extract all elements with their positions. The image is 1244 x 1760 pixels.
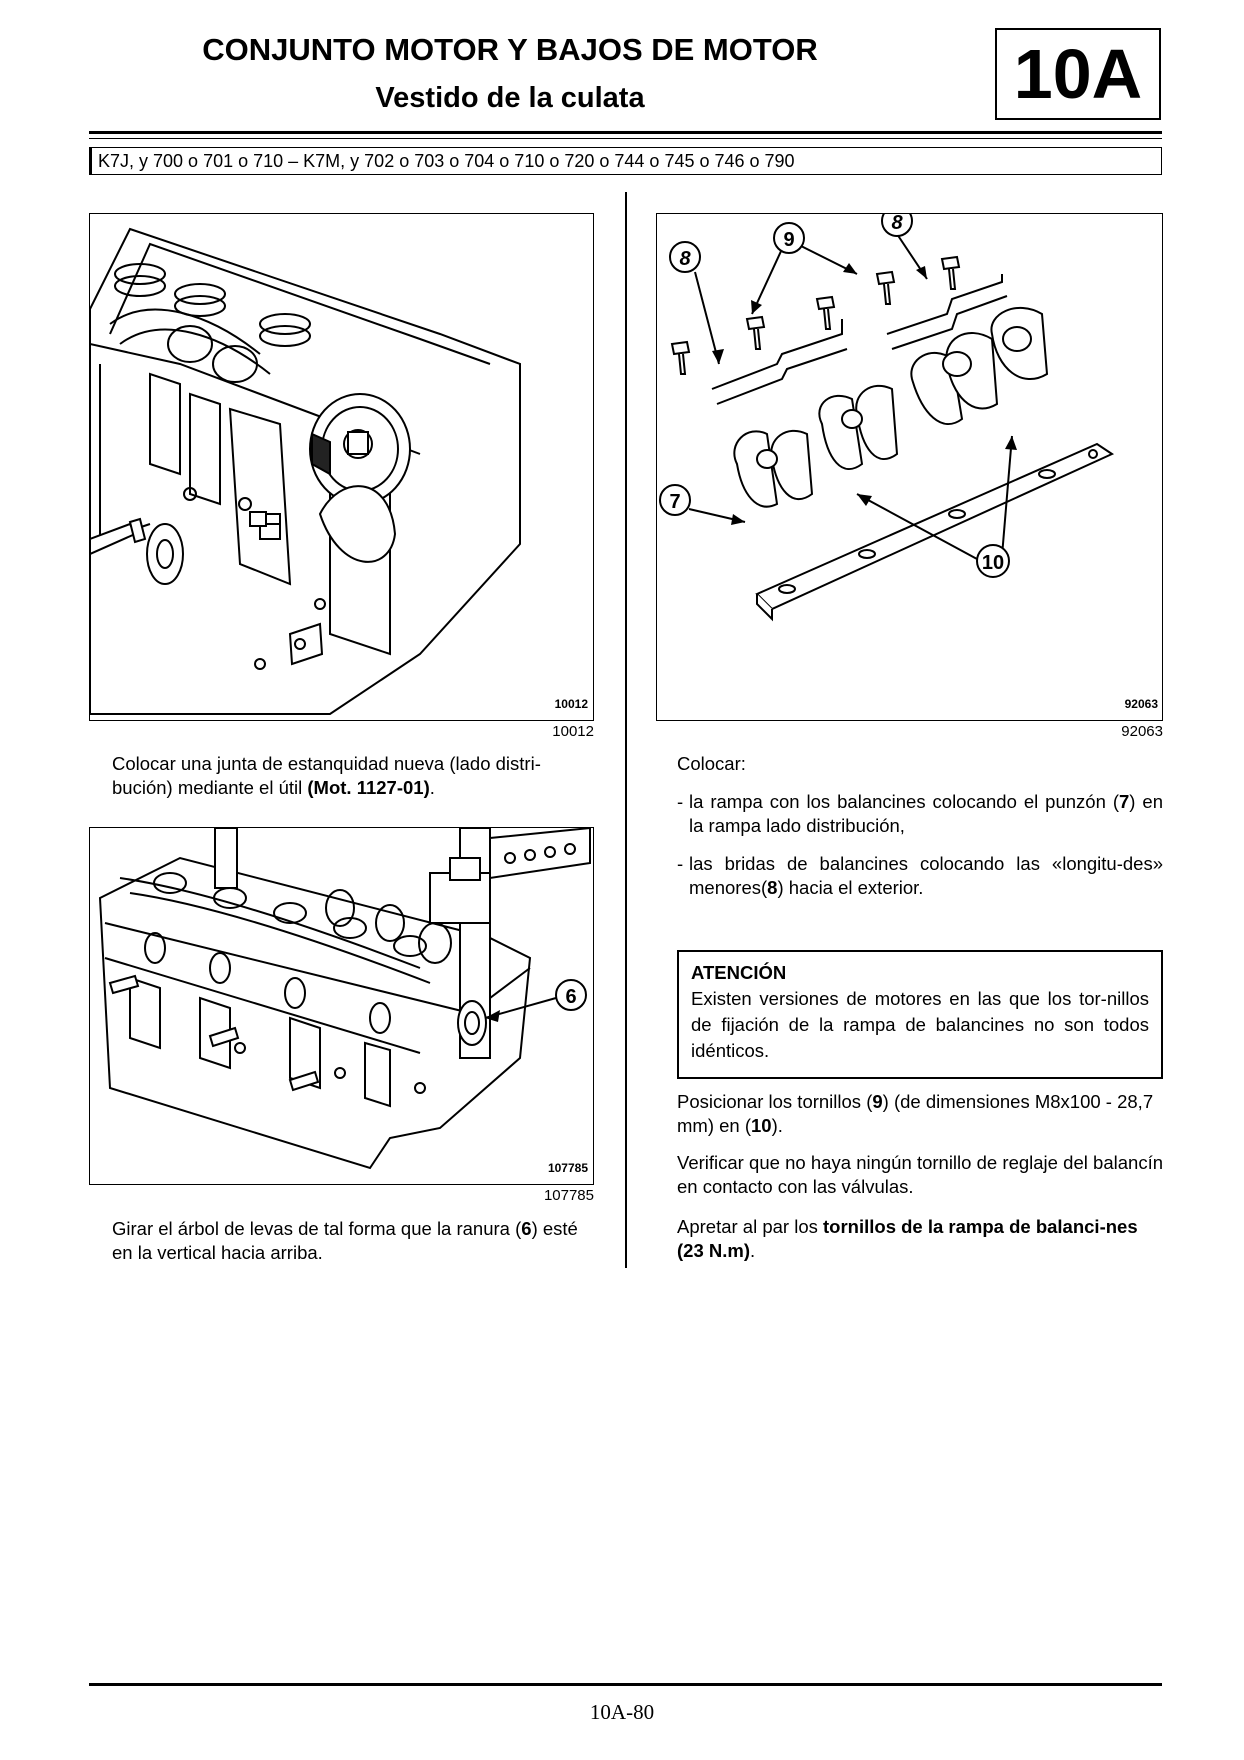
callout-9: 9 <box>783 229 794 251</box>
callout-7: 7 <box>669 491 680 513</box>
figure-number: 10012 <box>552 723 594 740</box>
warning-title: ATENCIÓN <box>691 962 787 983</box>
instruction-screws: Posicionar los tornillos (9) (de dimensi… <box>677 1090 1163 1138</box>
callout-reference: 8 <box>767 877 778 898</box>
intro-colocar: Colocar: <box>677 753 746 774</box>
callout-8-right: 8 <box>891 214 903 234</box>
bullet-text-end: ) en la rampa lado distribución, <box>689 791 1163 836</box>
instruction-text-end: . <box>429 777 435 798</box>
bullet-text: la rampa con los balancines colocando el… <box>689 791 1119 812</box>
instruction-text: Colocar una junta de estanquidad nueva (… <box>112 753 541 798</box>
page-title: CONJUNTO MOTOR Y BAJOS DE MOTOR <box>202 32 818 67</box>
applicability-bar: K7J, y 700 o 701 o 710 – K7M, y 702 o 70… <box>89 147 1162 175</box>
figure-rocker-ramp: 8 9 8 7 10 <box>656 213 1163 721</box>
page-number: 10A-80 <box>589 1700 655 1724</box>
figure-number: 107785 <box>543 1187 594 1204</box>
header-rule <box>89 131 1162 134</box>
instruction-torque: Apretar al par los tornillos de la rampa… <box>677 1215 1163 1263</box>
instruction-text-end: . <box>750 1240 756 1261</box>
callout-reference: 7 <box>1119 791 1130 812</box>
torque-spec: tornillos de la rampa de balanci-nes (23… <box>677 1216 1138 1261</box>
bullet-dash: - <box>677 791 684 812</box>
warning-box: ATENCIÓN Existen versiones de motores en… <box>677 950 1163 1079</box>
camshaft-illustration: 6 <box>98 828 591 1170</box>
instruction-verify: Verificar que no haya ningún tornillo de… <box>677 1152 1163 1197</box>
header-rule-thin <box>89 138 1162 139</box>
rocker-ramp-illustration: 8 9 8 7 10 <box>659 214 1115 622</box>
callout-8-left: 8 <box>679 248 691 270</box>
figure-camshaft: 6 <box>89 827 594 1185</box>
instruction-text: Apretar al par los <box>677 1216 824 1237</box>
figure-tag: 92063 <box>1124 697 1158 711</box>
instruction-text: Girar el árbol de levas de tal forma que… <box>112 1218 522 1239</box>
figure-tag: 107785 <box>547 1161 588 1175</box>
cylinder-head-illustration <box>90 227 521 715</box>
callout-reference: 6 <box>521 1218 532 1239</box>
instruction-text-end: ) esté en la vertical hacia arriba. <box>112 1218 578 1263</box>
section-badge: 10A <box>995 28 1161 120</box>
instruction-text: Posicionar los tornillos ( <box>677 1091 873 1112</box>
callout-reference: 10 <box>751 1115 772 1136</box>
bullet-ramp: - la rampa con los balancines colocando … <box>677 790 1163 838</box>
instruction-camshaft: Girar el árbol de levas de tal forma que… <box>112 1217 594 1265</box>
figure-number: 92063 <box>1121 723 1163 740</box>
callout-6-label: 6 <box>565 986 576 1008</box>
warning-body: Existen versiones de motores en las que … <box>691 988 1149 1061</box>
figure-cylinder-head-seal <box>89 213 594 721</box>
instruction-text-end: ). <box>771 1115 783 1136</box>
bullet-flanges: - las bridas de balancines colocando las… <box>677 852 1163 900</box>
instruction-text-mid: ) (de dimensiones M8x100 - 28,7 mm) en ( <box>677 1091 1154 1136</box>
instruction-seal: Colocar una junta de estanquidad nueva (… <box>112 752 594 800</box>
bullet-text: las bridas de balancines colocando las «… <box>689 853 1163 898</box>
callout-6-circle <box>555 979 587 1011</box>
callout-10: 10 <box>982 552 1004 574</box>
page-subtitle: Vestido de la culata <box>375 82 645 114</box>
bullet-text-end: ) hacia el exterior. <box>777 877 924 898</box>
tool-reference: (Mot. 1127-01) <box>307 777 430 798</box>
bullet-dash: - <box>677 853 684 874</box>
column-divider <box>625 192 627 1268</box>
callout-reference: 9 <box>872 1091 883 1112</box>
footer-rule <box>89 1683 1162 1686</box>
figure-tag: 10012 <box>554 697 588 711</box>
